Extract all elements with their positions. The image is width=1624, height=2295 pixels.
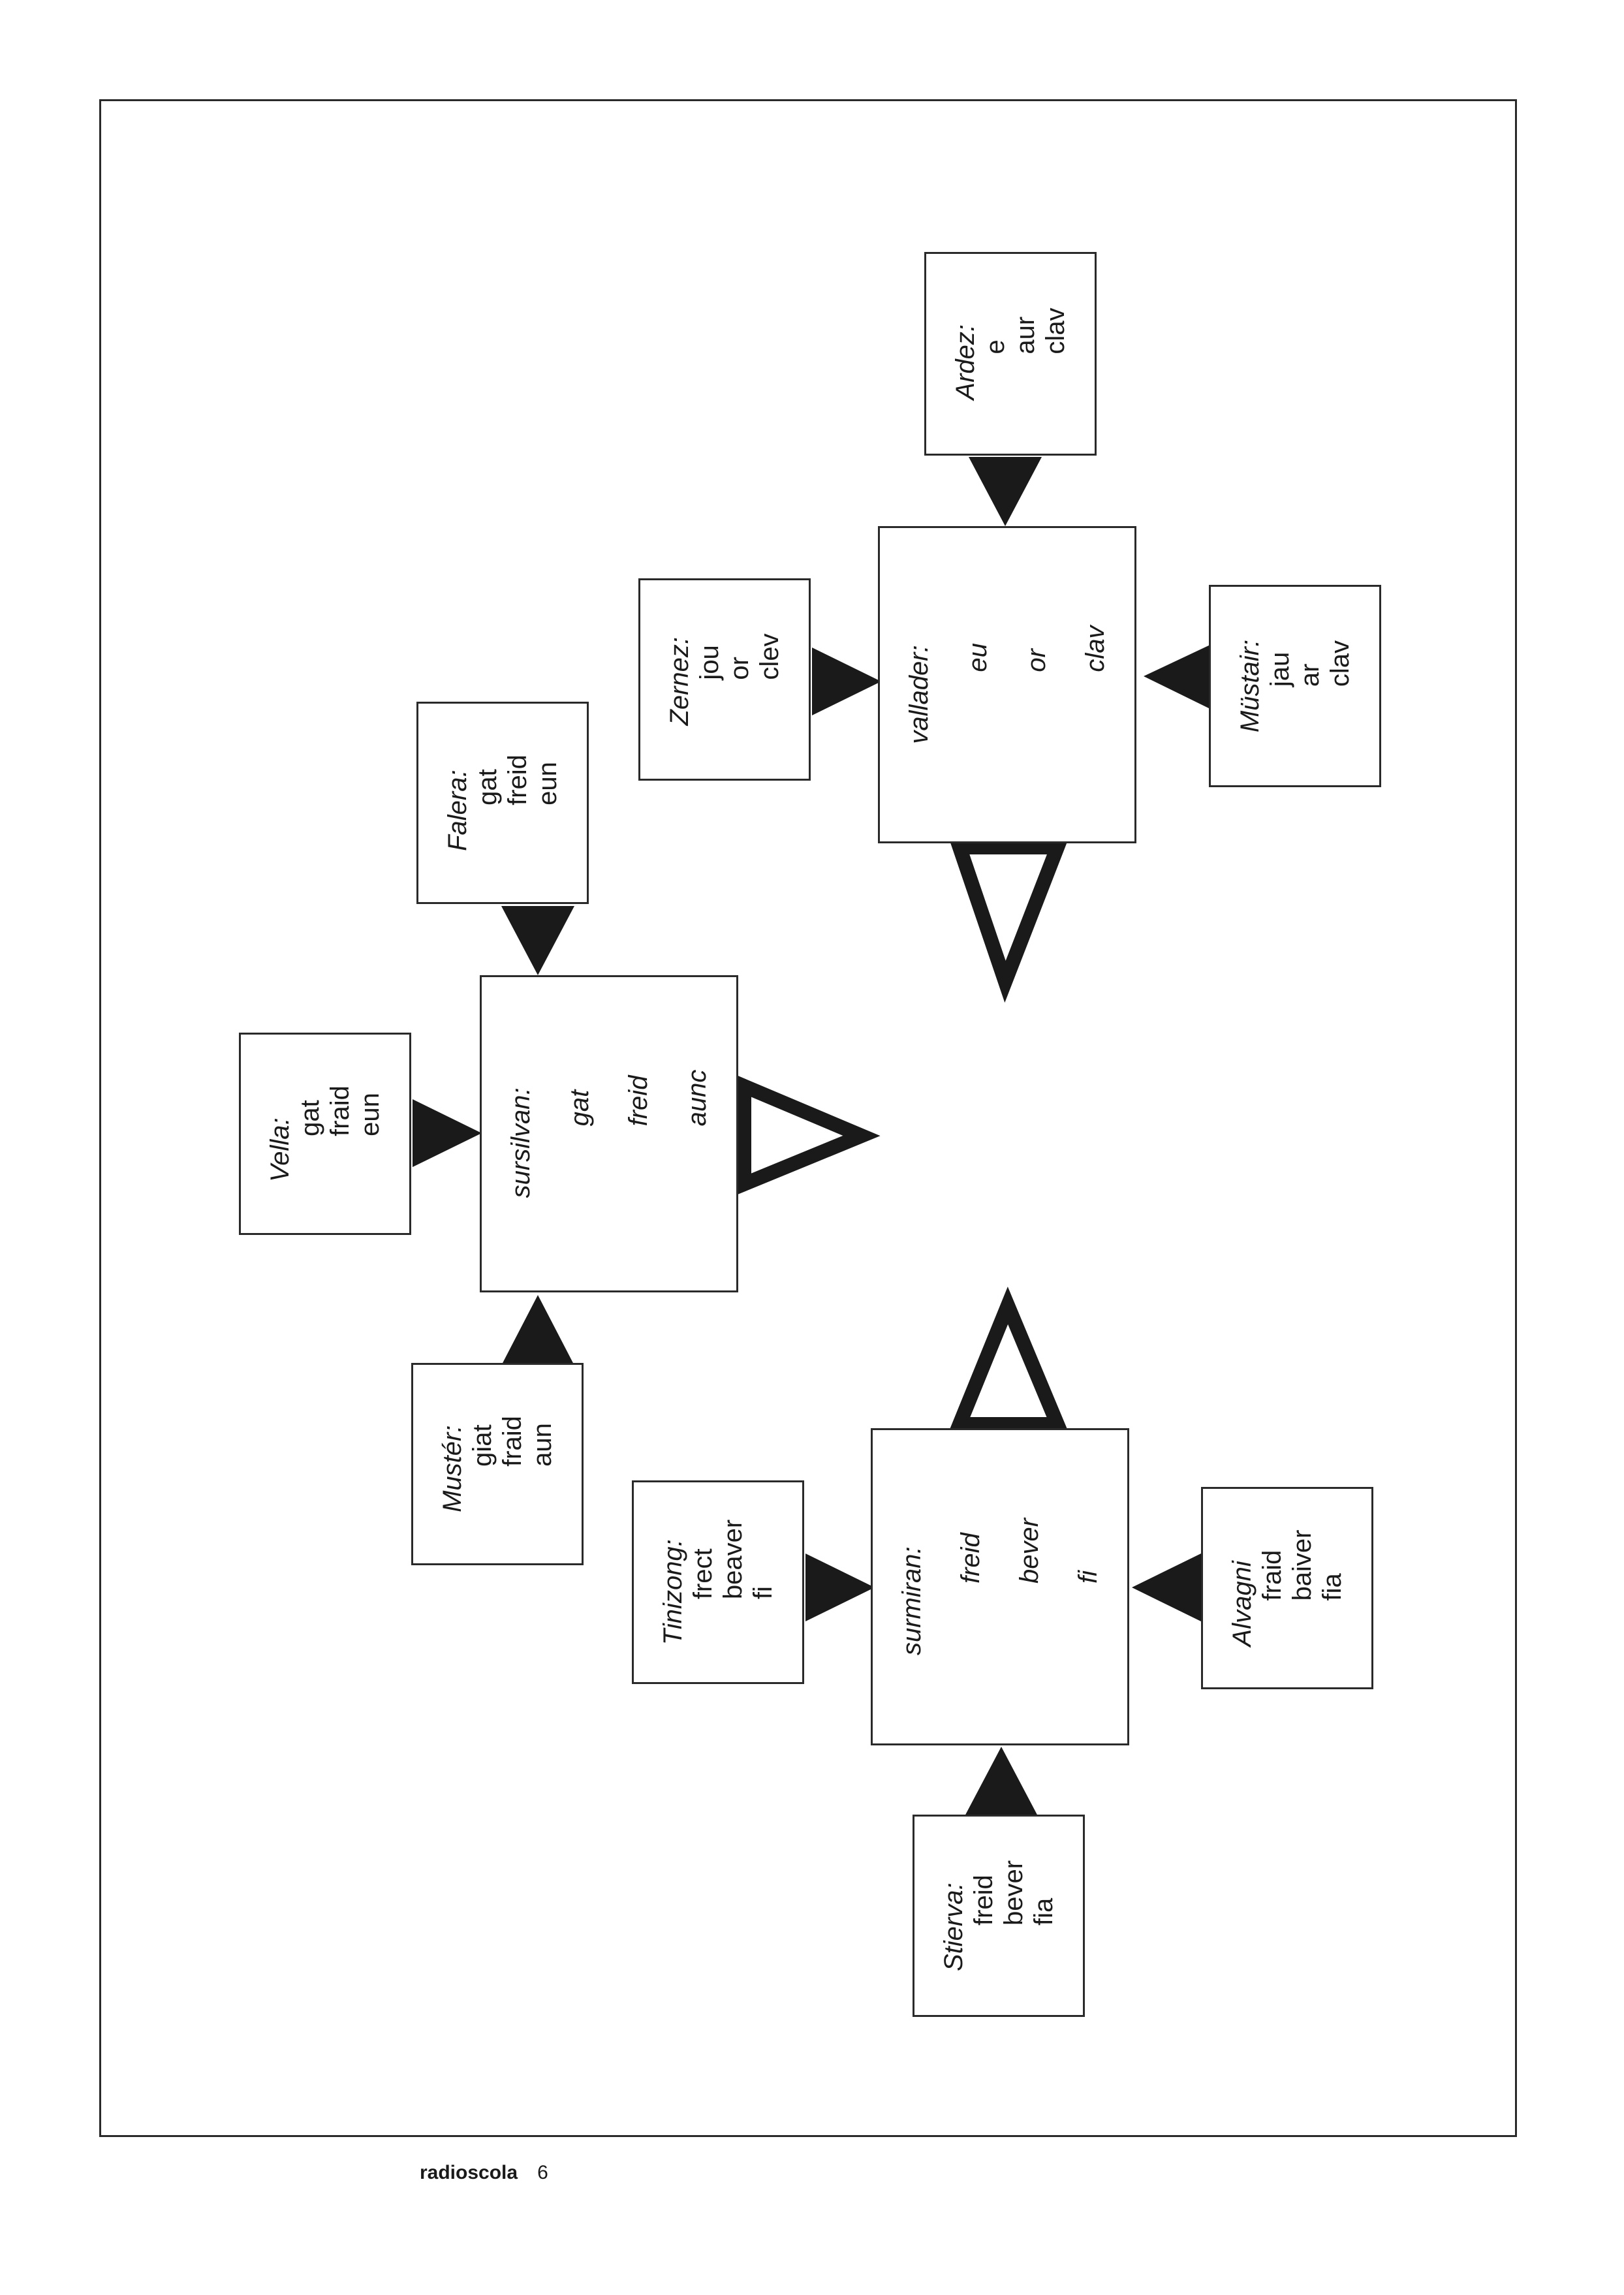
label-zernez: Zernez: (665, 636, 694, 726)
word-tinizong-3: fi (749, 1586, 777, 1600)
box-zernez: Zernez: jou or clev (638, 578, 811, 781)
box-alvagni: Alvagni fraid baiver fia (1201, 1487, 1373, 1689)
word-muster-3: aun (528, 1423, 557, 1467)
word-vallader-3: clav (1081, 625, 1110, 672)
word-sursilvan-3: aunc (683, 1069, 711, 1127)
word-mustair-3: clav (1326, 640, 1354, 687)
box-ardez: Ardez: e aur clav (924, 252, 1097, 456)
word-alvagni-2: baiver (1288, 1529, 1317, 1601)
word-vallader-2: or (1022, 648, 1051, 672)
arrow-muster (501, 1295, 574, 1366)
box-falera: Falera: gat freid eun (416, 702, 589, 904)
word-alvagni-1: fraid (1258, 1550, 1287, 1601)
arrow-ardez (969, 457, 1042, 526)
box-vallader: vallader: eu or clav (878, 526, 1136, 843)
arrow-alvagni (1132, 1553, 1201, 1621)
label-stierva: Stierva: (939, 1882, 968, 1972)
word-surmiran-2: bever (1015, 1518, 1044, 1584)
arrow-tinizong (805, 1553, 875, 1621)
label-ardez: Ardez: (951, 324, 980, 400)
hollow-triangle-vallader (949, 840, 1069, 1003)
word-stierva-1: freid (969, 1875, 998, 1926)
word-vella-3: eun (356, 1093, 384, 1136)
word-surmiran-3: fi (1074, 1570, 1102, 1584)
word-zernez-2: or (725, 656, 754, 680)
page-frame (99, 99, 1517, 2137)
word-sursilvan-1: gat (565, 1089, 594, 1127)
label-tinizong: Tinizong: (659, 1539, 687, 1646)
word-falera-2: freid (503, 755, 532, 805)
box-tinizong: Tinizong: frect beaver fi (632, 1480, 804, 1684)
word-mustair-2: ar (1296, 663, 1324, 687)
label-vella: Vella: (266, 1117, 294, 1182)
word-ardez-3: clav (1041, 307, 1070, 354)
hollow-triangle-sursilvan (737, 1075, 881, 1195)
hollow-triangle-surmiran (948, 1287, 1069, 1431)
word-stierva-2: bever (999, 1860, 1028, 1926)
word-falera-3: eun (533, 762, 562, 805)
word-vella-1: gat (296, 1100, 324, 1136)
box-sursilvan: sursilvan: gat freid aunc (480, 975, 738, 1292)
arrow-zernez (812, 648, 881, 715)
box-mustair: Müstair: jau ar clav (1209, 585, 1381, 787)
label-mustair: Müstair: (1236, 639, 1264, 733)
footer-brand: radioscola (420, 2162, 518, 2183)
box-muster: Mustér: giat fraid aun (411, 1363, 584, 1565)
word-muster-1: giat (468, 1424, 497, 1467)
box-stierva: Stierva: freid bever fia (913, 1815, 1085, 2017)
label-alvagni: Alvagni (1228, 1561, 1257, 1647)
word-falera-1: gat (473, 769, 502, 805)
word-mustair-1: jau (1266, 651, 1294, 687)
word-tinizong-1: frect (689, 1548, 717, 1600)
word-vella-2: fraid (326, 1085, 354, 1136)
word-ardez-2: aur (1011, 316, 1040, 354)
arrow-mustair (1144, 644, 1213, 710)
word-alvagni-3: fia (1318, 1573, 1347, 1601)
page-footer: radioscola 6 (420, 2162, 548, 2184)
arrow-vella (413, 1099, 482, 1167)
box-surmiran: surmiran: freid bever fi (871, 1428, 1129, 1745)
word-surmiran-1: freid (956, 1533, 985, 1584)
word-sursilvan-2: freid (624, 1075, 653, 1127)
word-tinizong-2: beaver (719, 1519, 747, 1600)
box-vella: Vella: gat fraid eun (239, 1033, 411, 1235)
label-surmiran: surmiran: (898, 1546, 926, 1656)
word-zernez-1: jou (695, 645, 724, 680)
word-muster-2: fraid (498, 1416, 527, 1467)
word-stierva-3: fia (1029, 1897, 1058, 1926)
label-falera: Falera: (443, 770, 472, 851)
label-vallader: vallader: (905, 645, 933, 744)
label-muster: Mustér: (438, 1425, 467, 1512)
arrow-falera (501, 906, 574, 975)
page-number: 6 (537, 2162, 548, 2183)
arrow-stierva (963, 1747, 1039, 1819)
word-vallader-1: eu (963, 643, 992, 672)
word-zernez-3: clev (755, 633, 784, 680)
word-ardez-1: e (981, 339, 1010, 354)
label-sursilvan: sursilvan: (507, 1087, 535, 1198)
